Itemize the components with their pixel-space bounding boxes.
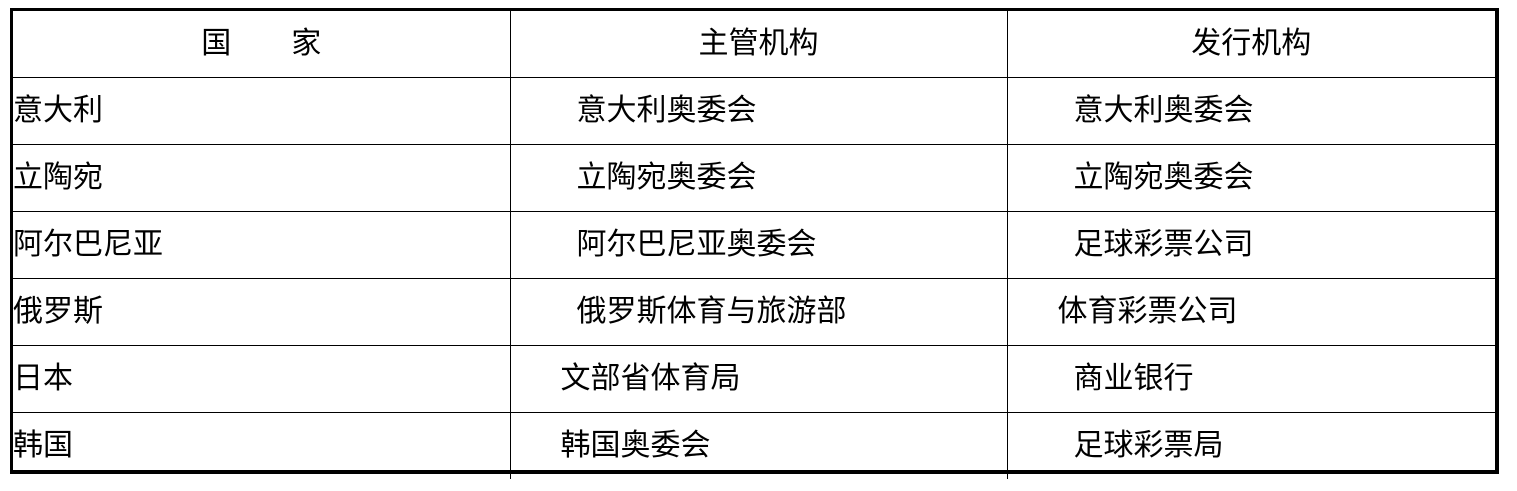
cell-issuer: 意大利奥委会 — [1006, 77, 1495, 145]
cell-admin: 意大利奥委会 — [509, 77, 1007, 145]
cell-country: 俄罗斯 — [13, 278, 510, 346]
cell-admin: 阿尔巴尼亚奥委会 — [509, 211, 1007, 279]
table-row: 立陶宛 立陶宛奥委会 立陶宛奥委会 — [13, 144, 1495, 212]
header-row: 国家 主管机构 发行机构 — [13, 11, 1495, 78]
table-row: 阿尔巴尼亚 阿尔巴尼亚奥委会 足球彩票公司 — [13, 211, 1495, 279]
table-row: 韩国 韩国奥委会 足球彩票局 — [13, 412, 1495, 479]
table-row: 意大利 意大利奥委会 意大利奥委会 — [13, 77, 1495, 145]
cell-country: 意大利 — [13, 77, 510, 145]
cell-country: 阿尔巴尼亚 — [13, 211, 510, 279]
cell-admin: 韩国奥委会 — [509, 412, 1007, 479]
cell-country: 日本 — [13, 345, 510, 413]
cell-issuer: 足球彩票公司 — [1006, 211, 1495, 279]
cell-country: 韩国 — [13, 412, 510, 479]
table-frame: 国家 主管机构 发行机构 意大利 意大利奥委会 意大利奥委会 立陶宛 立陶宛奥委… — [10, 8, 1499, 479]
data-table: 国家 主管机构 发行机构 意大利 意大利奥委会 意大利奥委会 立陶宛 立陶宛奥委… — [13, 11, 1495, 479]
table-row: 日本 文部省体育局 商业银行 — [13, 345, 1495, 413]
table-row: 俄罗斯 俄罗斯体育与旅游部 体育彩票公司 — [13, 278, 1495, 346]
cell-issuer: 体育彩票公司 — [1006, 278, 1495, 346]
cell-issuer: 立陶宛奥委会 — [1006, 144, 1495, 212]
header-country: 国家 — [201, 26, 382, 61]
cell-country: 立陶宛 — [13, 144, 510, 212]
header-admin: 主管机构 — [509, 11, 1007, 78]
header-issuer: 发行机构 — [1006, 11, 1495, 78]
cell-issuer: 足球彩票局 — [1006, 412, 1495, 479]
cell-issuer: 商业银行 — [1006, 345, 1495, 413]
cell-admin: 俄罗斯体育与旅游部 — [509, 278, 1007, 346]
cell-admin: 立陶宛奥委会 — [509, 144, 1007, 212]
cell-admin: 文部省体育局 — [509, 345, 1007, 413]
